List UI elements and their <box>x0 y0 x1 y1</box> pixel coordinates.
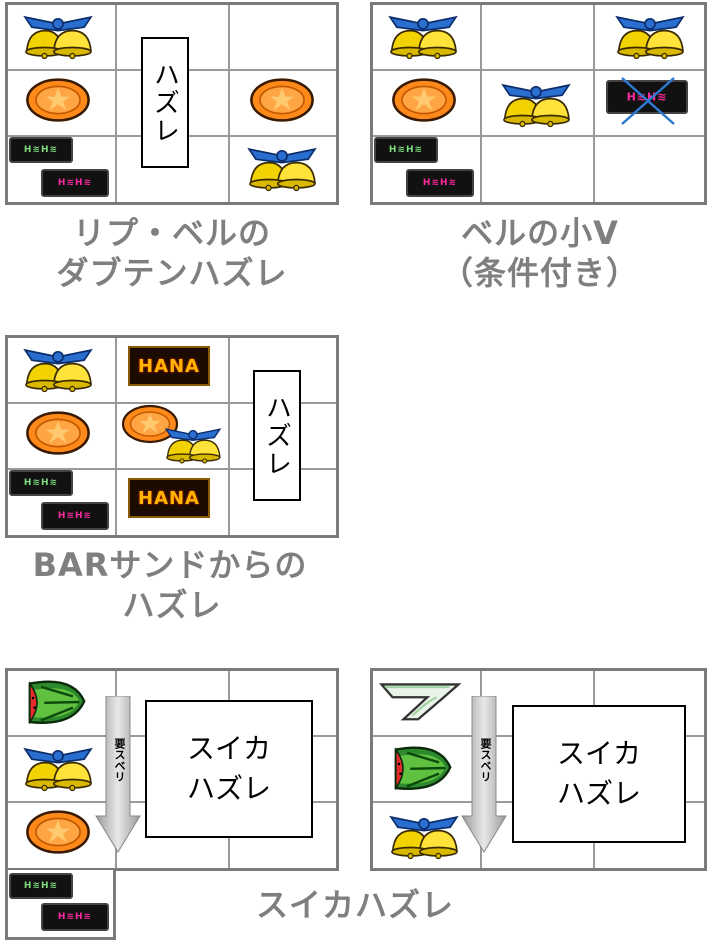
bar-green-icon: H≋H≋ <box>9 137 73 163</box>
box-line: スイカ <box>557 734 641 774</box>
bar-green-icon: H≋H≋ <box>374 137 438 163</box>
bell-icon <box>20 341 96 393</box>
bell-icon <box>162 422 224 464</box>
bell-icon <box>385 8 461 60</box>
caption-line: ダブテンハズレ <box>40 254 304 292</box>
bell-icon <box>612 8 688 60</box>
bar-pink-icon: H≋H≋ <box>41 903 109 931</box>
orange-replay-icon <box>24 76 92 124</box>
bottom-caption: スイカハズレ <box>230 886 480 924</box>
bar-pink-icon: H≋H≋ <box>41 169 109 197</box>
hana-logo: HANA <box>128 346 210 386</box>
watermelon-icon <box>390 740 456 796</box>
bar-green-icon: H≋H≋ <box>9 470 73 496</box>
hana-label: HANA <box>138 356 200 377</box>
slip-required-label: 要スベリ <box>111 738 127 782</box>
cross-mark-icon <box>616 72 680 130</box>
hazure-box-1: ハズレ <box>141 37 189 168</box>
bar-pink-icon: H≋H≋ <box>406 169 474 197</box>
hana-logo: HANA <box>128 478 210 518</box>
bell-icon <box>386 808 462 860</box>
caption-line: ベルの小V <box>430 214 650 252</box>
box-line: スイカ <box>187 729 271 769</box>
watermelon-icon <box>24 674 90 730</box>
caption-line: リプ・ベルの <box>60 214 284 252</box>
bell-icon <box>498 76 574 128</box>
caption-line: ハズレ <box>60 586 284 624</box>
bell-icon <box>20 740 96 792</box>
hana-label: HANA <box>138 488 200 509</box>
suika-hazure-box-4: スイカ ハズレ <box>145 700 313 838</box>
caption-line: （条件付き） <box>430 254 650 292</box>
bar-green-icon: H≋H≋ <box>9 873 73 899</box>
bell-icon <box>244 140 320 192</box>
seven-icon <box>376 678 464 722</box>
bar-pink-icon: H≋H≋ <box>41 502 109 530</box>
hazure-label: ハズレ <box>147 61 184 145</box>
hazure-label: ハズレ <box>259 394 296 478</box>
hazure-box-3: ハズレ <box>253 370 301 501</box>
box-line: ハズレ <box>187 769 271 809</box>
orange-replay-icon <box>24 808 92 856</box>
caption-line: BARサンドからの <box>15 546 325 584</box>
bell-icon <box>20 8 96 60</box>
orange-replay-icon <box>24 409 92 457</box>
orange-replay-icon <box>390 76 458 124</box>
suika-hazure-box-5: スイカ ハズレ <box>512 705 686 843</box>
box-line: ハズレ <box>557 774 641 814</box>
orange-replay-icon <box>248 76 316 124</box>
slip-required-label: 要スベリ <box>477 738 493 782</box>
